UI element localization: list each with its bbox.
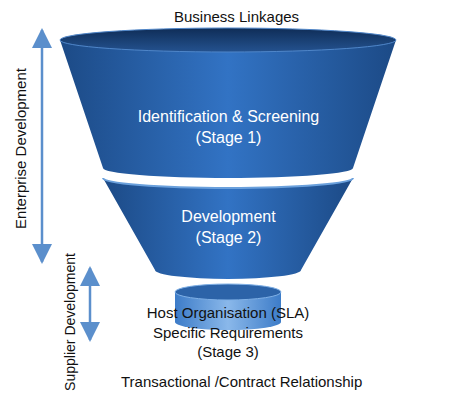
funnel-stage-1: Identification & Screening (Stage 1) [60, 28, 396, 180]
supplier-arrow [89, 268, 92, 340]
funnel-body [60, 40, 396, 178]
stage-text: Host Organisation (SLA) Specific Require… [133, 303, 323, 362]
funnel-stage-3: Host Organisation (SLA) Specific Require… [128, 284, 328, 370]
funnel-rim [60, 28, 396, 52]
cylinder-top [175, 284, 281, 300]
enterprise-development-label: Enterprise Development [12, 68, 29, 229]
supplier-development-label: Supplier Development [62, 253, 78, 391]
enterprise-arrow [41, 30, 44, 262]
funnel-rim [103, 178, 353, 188]
relationship-label: Transactional /Contract Relationship [121, 373, 362, 390]
node-shape [103, 166, 353, 288]
funnel-stage-2: Development (Stage 2) [103, 166, 353, 288]
diagram-title: Business Linkages [174, 8, 299, 25]
stage-text: Identification & Screening (Stage 1) [116, 107, 341, 149]
node-shape [60, 28, 396, 180]
stage-text: Development (Stage 2) [166, 207, 291, 249]
funnel-body [103, 178, 353, 279]
